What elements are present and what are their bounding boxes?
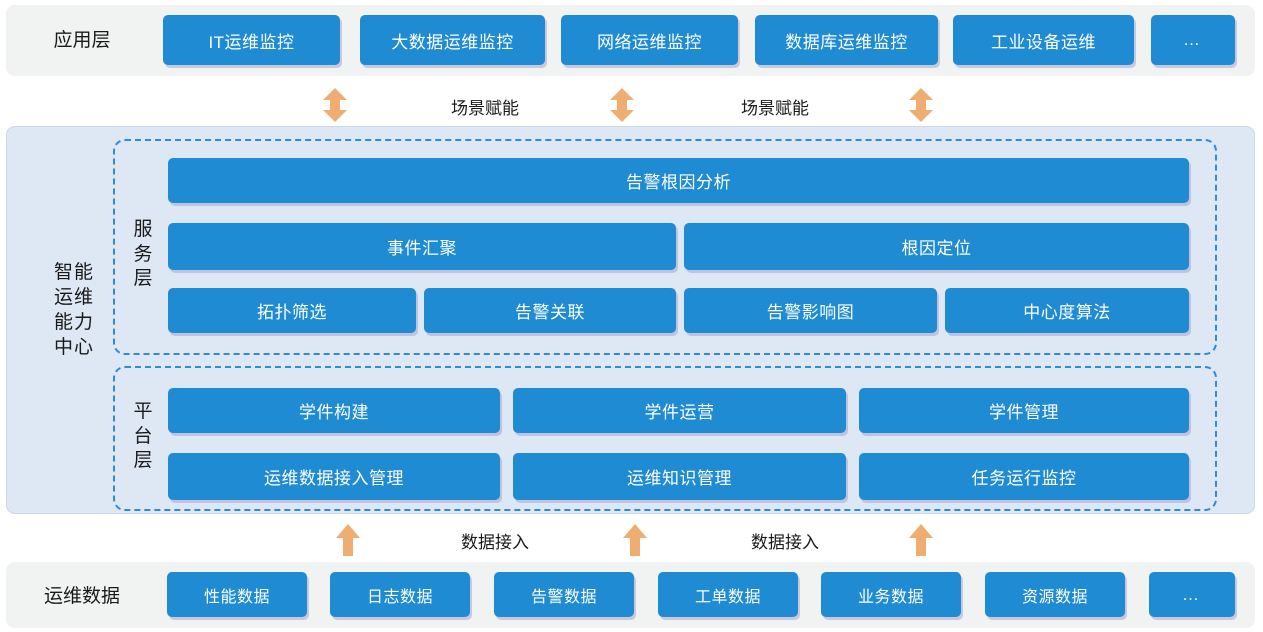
service-box-centrality-algorithm[interactable]: 中心度算法 bbox=[945, 288, 1189, 333]
data-layer-title: 运维数据 bbox=[43, 586, 120, 607]
data-ingestion-arrow-2 bbox=[622, 524, 648, 556]
data-box-log[interactable]: 日志数据 bbox=[330, 572, 470, 617]
core-capability-center-title: 智能 运维 能力 中心 bbox=[53, 262, 94, 359]
data-box-ticket[interactable]: 工单数据 bbox=[658, 572, 798, 617]
app-box-industrial-ops[interactable]: 工业设备运维 bbox=[953, 15, 1134, 65]
app-box-it-ops[interactable]: IT运维监控 bbox=[163, 15, 340, 65]
scenario-enable-arrow-2 bbox=[609, 88, 635, 122]
data-box-more[interactable]: … bbox=[1149, 572, 1235, 617]
platform-layer-label: 平 台 层 bbox=[133, 401, 153, 472]
platform-box-learnware-operation[interactable]: 学件运营 bbox=[513, 388, 846, 433]
app-box-network-ops[interactable]: 网络运维监控 bbox=[561, 15, 738, 65]
app-box-bigdata-ops[interactable]: 大数据运维监控 bbox=[360, 15, 545, 65]
scenario-enable-arrow-1 bbox=[322, 88, 348, 122]
service-box-topology-filter[interactable]: 拓扑筛选 bbox=[168, 288, 416, 333]
service-box-alarm-correlation[interactable]: 告警关联 bbox=[424, 288, 676, 333]
data-box-performance[interactable]: 性能数据 bbox=[167, 572, 307, 617]
platform-box-learnware-construction[interactable]: 学件构建 bbox=[168, 388, 500, 433]
app-box-database-ops[interactable]: 数据库运维监控 bbox=[755, 15, 938, 65]
scenario-enable-label-1: 场景赋能 bbox=[451, 99, 519, 118]
service-box-alarm-impact-graph[interactable]: 告警影响图 bbox=[684, 288, 937, 333]
platform-layer-group bbox=[113, 366, 1217, 511]
data-ingestion-arrow-1 bbox=[335, 524, 361, 556]
platform-box-ops-knowledge-management[interactable]: 运维知识管理 bbox=[513, 453, 846, 500]
data-ingestion-arrow-3 bbox=[908, 524, 934, 556]
service-layer-group bbox=[113, 139, 1217, 355]
platform-box-ops-data-ingestion-management[interactable]: 运维数据接入管理 bbox=[168, 453, 500, 500]
scenario-enable-label-2: 场景赋能 bbox=[741, 99, 809, 118]
data-ingestion-label-2: 数据接入 bbox=[751, 533, 819, 552]
platform-box-task-run-monitoring[interactable]: 任务运行监控 bbox=[859, 453, 1189, 500]
service-box-root-cause-location[interactable]: 根因定位 bbox=[684, 223, 1189, 270]
application-layer-title: 应用层 bbox=[53, 30, 111, 51]
service-box-alarm-root-cause-analysis[interactable]: 告警根因分析 bbox=[168, 158, 1189, 203]
data-box-business[interactable]: 业务数据 bbox=[821, 572, 961, 617]
data-box-resource[interactable]: 资源数据 bbox=[985, 572, 1125, 617]
service-layer-label: 服 务 层 bbox=[133, 219, 153, 290]
platform-box-learnware-management[interactable]: 学件管理 bbox=[859, 388, 1189, 433]
app-box-more[interactable]: … bbox=[1151, 15, 1235, 65]
scenario-enable-arrow-3 bbox=[908, 88, 934, 122]
data-ingestion-label-1: 数据接入 bbox=[461, 533, 529, 552]
data-box-alarm[interactable]: 告警数据 bbox=[494, 572, 634, 617]
service-box-event-aggregation[interactable]: 事件汇聚 bbox=[168, 223, 676, 270]
